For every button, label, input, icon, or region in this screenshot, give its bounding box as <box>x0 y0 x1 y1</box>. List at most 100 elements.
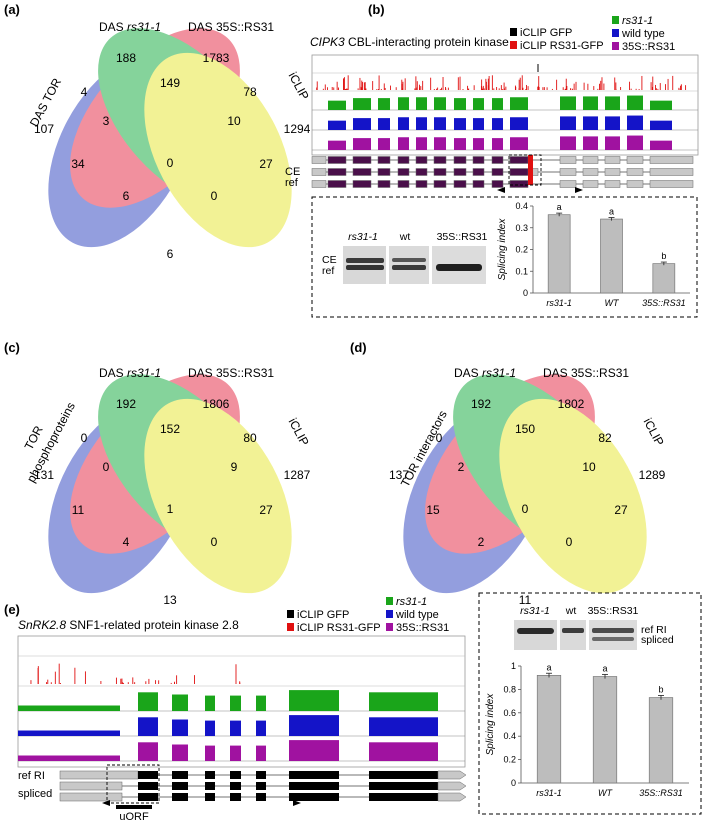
y-tick-label: 1 <box>511 661 516 671</box>
coverage-block <box>473 138 484 150</box>
ce-marker <box>528 155 533 185</box>
uorf-label: uORF <box>119 811 149 823</box>
category-label: rs31-1 <box>546 298 572 308</box>
exon <box>433 168 447 176</box>
iclip-track-e <box>30 663 241 684</box>
count: 1289 <box>639 468 666 482</box>
coverage-block <box>138 742 158 761</box>
significance-letter: a <box>546 662 551 672</box>
count: 6 <box>123 189 130 203</box>
exon <box>230 771 241 779</box>
count: 27 <box>259 503 273 517</box>
gel-band <box>436 264 482 271</box>
set-label-das-rs31: DAS rs31-1 <box>99 20 161 34</box>
primer-arrow <box>102 800 110 806</box>
legend-label: 35S::RS31 <box>396 622 449 634</box>
count: 107 <box>34 122 54 136</box>
y-tick-label: 0.6 <box>503 708 516 718</box>
panel-e: (e) SnRK2.8 SNF1-related protein kinase … <box>4 592 702 823</box>
exon <box>172 793 188 801</box>
count: 188 <box>116 51 136 65</box>
utr <box>59 792 123 802</box>
category-label: 35S::RS31 <box>639 788 683 798</box>
gel-band <box>592 637 634 641</box>
count: 0 <box>566 535 573 549</box>
coverage-block <box>398 137 409 150</box>
y-tick-label: 0 <box>523 288 528 298</box>
isoform-label: CE <box>285 166 300 178</box>
coverage-block <box>230 695 241 711</box>
coverage-block <box>454 98 466 110</box>
primer-arrow <box>293 800 301 806</box>
coverage-block <box>18 755 120 761</box>
venn-d-counts: 192 1802 0 150 82 137 2 10 1289 15 0 27 … <box>389 397 666 607</box>
venn-a-counts: 188 1783 4 149 78 107 3 10 1294 34 0 27 … <box>34 51 311 261</box>
count: 4 <box>81 85 88 99</box>
count: 192 <box>116 397 136 411</box>
gene-title-b: CIPK3 CBL-interacting protein kinase <box>310 35 509 49</box>
panel-b: (b) CIPK3 CBL-interacting protein kinase… <box>285 2 699 318</box>
exon <box>230 793 241 801</box>
coverage-block <box>583 136 598 150</box>
count: 4 <box>123 535 130 549</box>
count: 27 <box>614 503 628 517</box>
coverage-block <box>172 744 188 761</box>
count: 0 <box>81 431 88 445</box>
utr <box>649 168 694 176</box>
exon <box>138 793 158 801</box>
utr <box>559 180 577 188</box>
band-label: ref RI <box>641 624 667 636</box>
count: 1802 <box>558 397 585 411</box>
exon <box>327 156 347 164</box>
significance-letter: a <box>609 206 614 216</box>
legend-swatch <box>612 29 619 37</box>
count: 150 <box>515 422 535 436</box>
exon <box>415 156 428 164</box>
exon <box>491 180 504 188</box>
coverage-block <box>605 96 620 110</box>
utr <box>649 156 694 164</box>
exon <box>327 180 347 188</box>
gel-lane <box>514 620 557 650</box>
exon <box>369 782 438 790</box>
legend-label: iCLIP GFP <box>520 27 572 39</box>
exon <box>397 168 410 176</box>
legend-label: rs31-1 <box>622 15 653 27</box>
set-iclip <box>499 398 647 594</box>
coverage-block <box>328 120 346 130</box>
count: 0 <box>211 189 218 203</box>
primer-arrow <box>497 187 505 193</box>
set-iclip <box>144 52 292 248</box>
panel-d: (d) TOR interactors DAS rs31-1 DAS 35S::… <box>350 340 667 607</box>
utr-3prime <box>437 781 467 791</box>
coverage-block <box>473 118 484 130</box>
panel-a-label: (a) <box>4 2 20 17</box>
coverage-block <box>583 116 598 130</box>
count: 3 <box>103 114 110 128</box>
bar <box>592 676 618 784</box>
count: 1294 <box>284 122 311 136</box>
event-box-e <box>106 764 160 804</box>
gel-band <box>346 265 384 270</box>
gel-band <box>346 258 384 263</box>
coverage-block <box>605 136 620 150</box>
coverage-block <box>492 138 503 150</box>
count: 1783 <box>203 51 230 65</box>
significance-letter: b <box>661 251 666 261</box>
category-label: WT <box>605 298 620 308</box>
gel-lane <box>560 620 586 650</box>
band-label: spliced <box>641 634 674 646</box>
coverage-block <box>473 98 484 110</box>
coverage-block <box>416 97 427 110</box>
utr <box>582 156 599 164</box>
legend-label: rs31-1 <box>396 596 427 608</box>
coverage-block <box>454 118 466 130</box>
exon <box>377 168 391 176</box>
y-tick-label: 0.1 <box>515 266 528 276</box>
utr <box>311 168 327 176</box>
exon <box>352 180 372 188</box>
y-tick-label: 0.2 <box>515 245 528 255</box>
exon <box>415 180 428 188</box>
coverage-block <box>353 98 371 110</box>
coverage-block <box>398 117 409 130</box>
